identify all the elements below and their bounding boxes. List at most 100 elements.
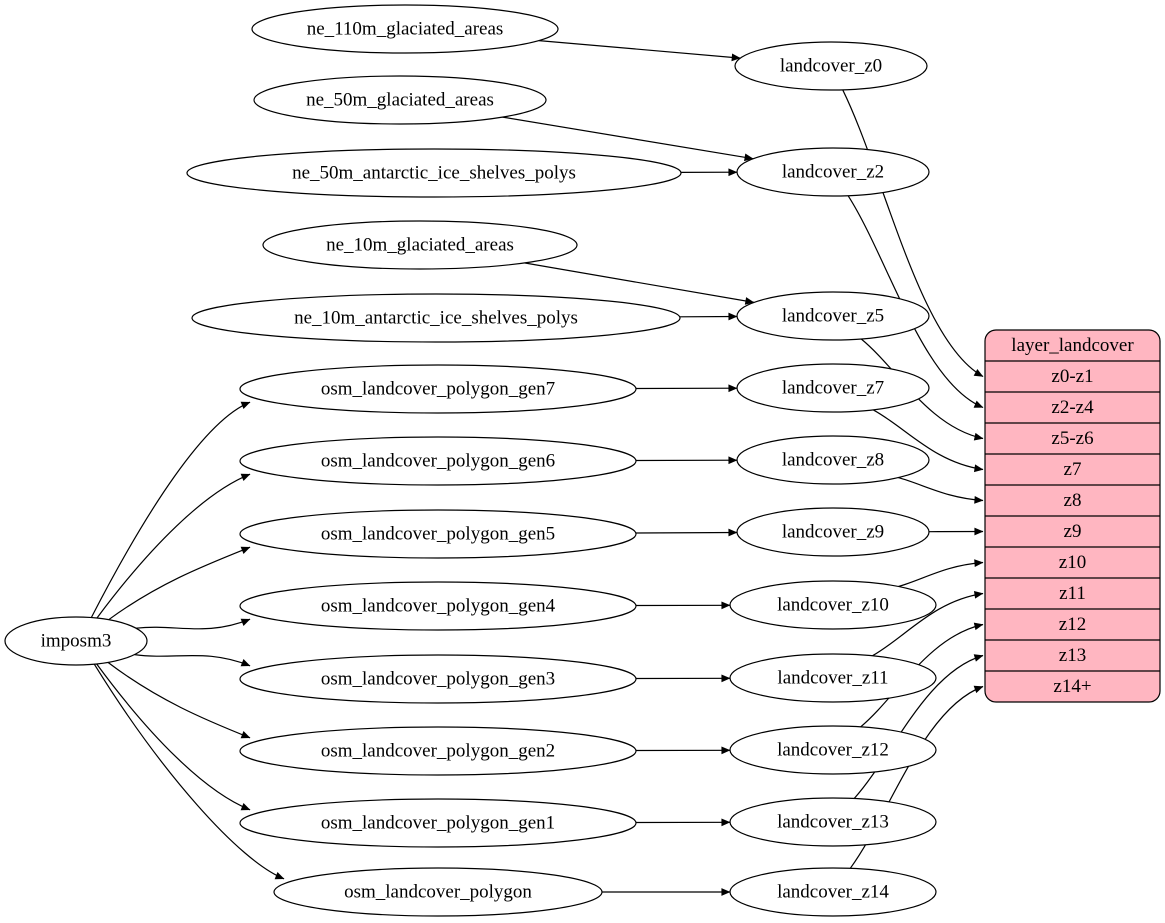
node-ne_10m_glaciated_areas-label: ne_10m_glaciated_areas xyxy=(326,235,514,256)
node-ne_50m_glaciated_areas-label: ne_50m_glaciated_areas xyxy=(306,90,494,111)
node-landcover_z8-label: landcover_z8 xyxy=(782,450,884,471)
edge-imposm3-to-osm_landcover_polygon_gen1 xyxy=(96,663,251,811)
table-row-label-z7: z7 xyxy=(1064,459,1082,480)
table-row-label-z13: z13 xyxy=(1059,645,1086,666)
edge-imposm3-to-osm_landcover_polygon xyxy=(93,663,285,880)
node-osm_landcover_polygon_gen7-shape xyxy=(239,364,637,414)
node-osm_landcover_polygon: osm_landcover_polygon xyxy=(273,867,603,917)
table-row-label-z11: z11 xyxy=(1059,583,1086,604)
table-row-label-z2-z4: z2-z4 xyxy=(1051,397,1094,418)
node-landcover_z8: landcover_z8 xyxy=(736,435,930,485)
node-osm_landcover_polygon_gen3: osm_landcover_polygon_gen3 xyxy=(239,654,637,704)
node-osm_landcover_polygon-shape xyxy=(273,867,603,917)
node-osm_landcover_polygon_gen5-label: osm_landcover_polygon_gen5 xyxy=(321,524,555,545)
nodes-layer: imposm3 ne_110m_glaciated_areas ne_50m_gla… xyxy=(4,4,1161,917)
edge-landcover_z10-to-row:z10 xyxy=(898,559,984,588)
node-landcover_z11: landcover_z11 xyxy=(729,653,937,703)
table-row-label-z0-z1: z0-z1 xyxy=(1051,366,1093,387)
node-landcover_z12-shape xyxy=(729,725,937,775)
edge-ne_50m_glaciated_areas-to-landcover_z2 xyxy=(502,116,754,162)
node-landcover_z10: landcover_z10 xyxy=(729,580,937,630)
table-row-label-z10: z10 xyxy=(1059,552,1086,573)
node-landcover_z7-shape xyxy=(736,363,930,413)
node-landcover_z12-label: landcover_z12 xyxy=(777,740,889,761)
node-landcover_z0-shape xyxy=(734,41,928,91)
node-ne_10m_glaciated_areas-shape xyxy=(262,220,578,270)
node-ne_110m_glaciated_areas-label: ne_110m_glaciated_areas xyxy=(307,19,504,40)
node-landcover_z11-shape xyxy=(729,653,937,703)
node-osm_landcover_polygon-label: osm_landcover_polygon xyxy=(344,882,532,903)
table-layer_landcover: layer_landcover z0-z1 z2-z4 z5-z6 z7 z8 z9 z10 z… xyxy=(984,329,1161,703)
node-landcover_z10-label: landcover_z10 xyxy=(777,595,889,616)
node-landcover_z5-label: landcover_z5 xyxy=(782,306,884,327)
node-landcover_z7-label: landcover_z7 xyxy=(782,378,884,399)
edge-imposm3-to-osm_landcover_polygon_gen3 xyxy=(134,654,251,667)
node-landcover_z5: landcover_z5 xyxy=(736,291,930,341)
node-osm_landcover_polygon_gen4: osm_landcover_polygon_gen4 xyxy=(239,581,637,631)
edge-landcover_z8-to-row:z8 xyxy=(898,477,984,504)
node-ne_10m_antarctic_ice_shelves_polys-shape xyxy=(191,293,681,343)
node-imposm3-label: imposm3 xyxy=(41,631,112,652)
table-title: layer_landcover xyxy=(1011,335,1134,356)
node-ne_50m_glaciated_areas: ne_50m_glaciated_areas xyxy=(253,75,547,125)
node-osm_landcover_polygon_gen1-shape xyxy=(239,798,637,848)
node-landcover_z7: landcover_z7 xyxy=(736,363,930,413)
node-ne_50m_antarctic_ice_shelves_polys-label: ne_50m_antarctic_ice_shelves_polys xyxy=(292,163,576,184)
edge-landcover_z7-to-row:z7 xyxy=(872,409,984,473)
node-ne_50m_glaciated_areas-shape xyxy=(253,75,547,125)
node-osm_landcover_polygon_gen6-label: osm_landcover_polygon_gen6 xyxy=(321,451,555,472)
edge-osm_landcover_polygon_gen5-to-landcover_z9 xyxy=(635,528,738,537)
table-row-label-z8: z8 xyxy=(1064,490,1082,511)
node-landcover_z14: landcover_z14 xyxy=(729,867,937,917)
node-osm_landcover_polygon_gen1: osm_landcover_polygon_gen1 xyxy=(239,798,637,848)
table-row-label-z14+: z14+ xyxy=(1053,676,1091,697)
node-ne_10m_antarctic_ice_shelves_polys-label: ne_10m_antarctic_ice_shelves_polys xyxy=(294,308,578,329)
node-landcover_z9-label: landcover_z9 xyxy=(782,522,884,543)
edge-imposm3-to-osm_landcover_polygon_gen4 xyxy=(135,618,251,630)
edges-layer xyxy=(90,40,984,896)
node-osm_landcover_polygon_gen2-shape xyxy=(239,726,637,776)
table-row-label-z12: z12 xyxy=(1059,614,1086,635)
node-osm_landcover_polygon_gen2-label: osm_landcover_polygon_gen2 xyxy=(321,741,555,762)
node-landcover_z9-shape xyxy=(736,507,930,557)
node-ne_50m_antarctic_ice_shelves_polys: ne_50m_antarctic_ice_shelves_polys xyxy=(186,148,682,198)
node-landcover_z13-label: landcover_z13 xyxy=(777,812,889,833)
node-landcover_z2: landcover_z2 xyxy=(736,147,930,197)
node-osm_landcover_polygon_gen7-label: osm_landcover_polygon_gen7 xyxy=(321,379,555,400)
table-row-label-z5-z6: z5-z6 xyxy=(1051,428,1093,449)
node-osm_landcover_polygon_gen2: osm_landcover_polygon_gen2 xyxy=(239,726,637,776)
edge-imposm3-to-osm_landcover_polygon_gen2 xyxy=(107,661,251,739)
node-landcover_z0-label: landcover_z0 xyxy=(780,56,882,77)
edge-imposm3-to-osm_landcover_polygon_gen7 xyxy=(90,401,251,618)
node-osm_landcover_polygon_gen4-shape xyxy=(239,581,637,631)
node-landcover_z14-label: landcover_z14 xyxy=(777,882,889,903)
edge-ne_10m_glaciated_areas-to-landcover_z5 xyxy=(524,262,755,305)
table-row-label-z9: z9 xyxy=(1064,521,1082,542)
edge-ne_110m_glaciated_areas-to-landcover_z0 xyxy=(538,40,741,62)
node-imposm3-shape xyxy=(4,616,148,666)
node-osm_landcover_polygon_gen5: osm_landcover_polygon_gen5 xyxy=(239,509,637,559)
node-landcover_z12: landcover_z12 xyxy=(729,725,937,775)
node-osm_landcover_polygon_gen4-label: osm_landcover_polygon_gen4 xyxy=(321,596,556,617)
node-landcover_z14-shape xyxy=(729,867,937,917)
node-osm_landcover_polygon_gen1-label: osm_landcover_polygon_gen1 xyxy=(321,813,555,834)
edge-landcover_z0-to-row:z0-z1 xyxy=(842,89,984,378)
node-osm_landcover_polygon_gen7: osm_landcover_polygon_gen7 xyxy=(239,364,637,414)
node-osm_landcover_polygon_gen3-shape xyxy=(239,654,637,704)
node-ne_50m_antarctic_ice_shelves_polys-shape xyxy=(186,148,682,198)
node-landcover_z13-shape xyxy=(729,797,937,847)
node-ne_10m_antarctic_ice_shelves_polys: ne_10m_antarctic_ice_shelves_polys xyxy=(191,293,681,343)
node-osm_landcover_polygon_gen6: osm_landcover_polygon_gen6 xyxy=(239,436,637,486)
node-landcover_z10-shape xyxy=(729,580,937,630)
node-osm_landcover_polygon_gen6-shape xyxy=(239,436,637,486)
edge-imposm3-to-osm_landcover_polygon_gen6 xyxy=(96,473,251,619)
node-landcover_z5-shape xyxy=(736,291,930,341)
node-ne_110m_glaciated_areas: ne_110m_glaciated_areas xyxy=(251,4,559,54)
node-landcover_z2-shape xyxy=(736,147,930,197)
edge-imposm3-to-osm_landcover_polygon_gen5 xyxy=(108,546,251,621)
node-landcover_z11-label: landcover_z11 xyxy=(777,668,888,689)
node-osm_landcover_polygon_gen5-shape xyxy=(239,509,637,559)
node-landcover_z8-shape xyxy=(736,435,930,485)
